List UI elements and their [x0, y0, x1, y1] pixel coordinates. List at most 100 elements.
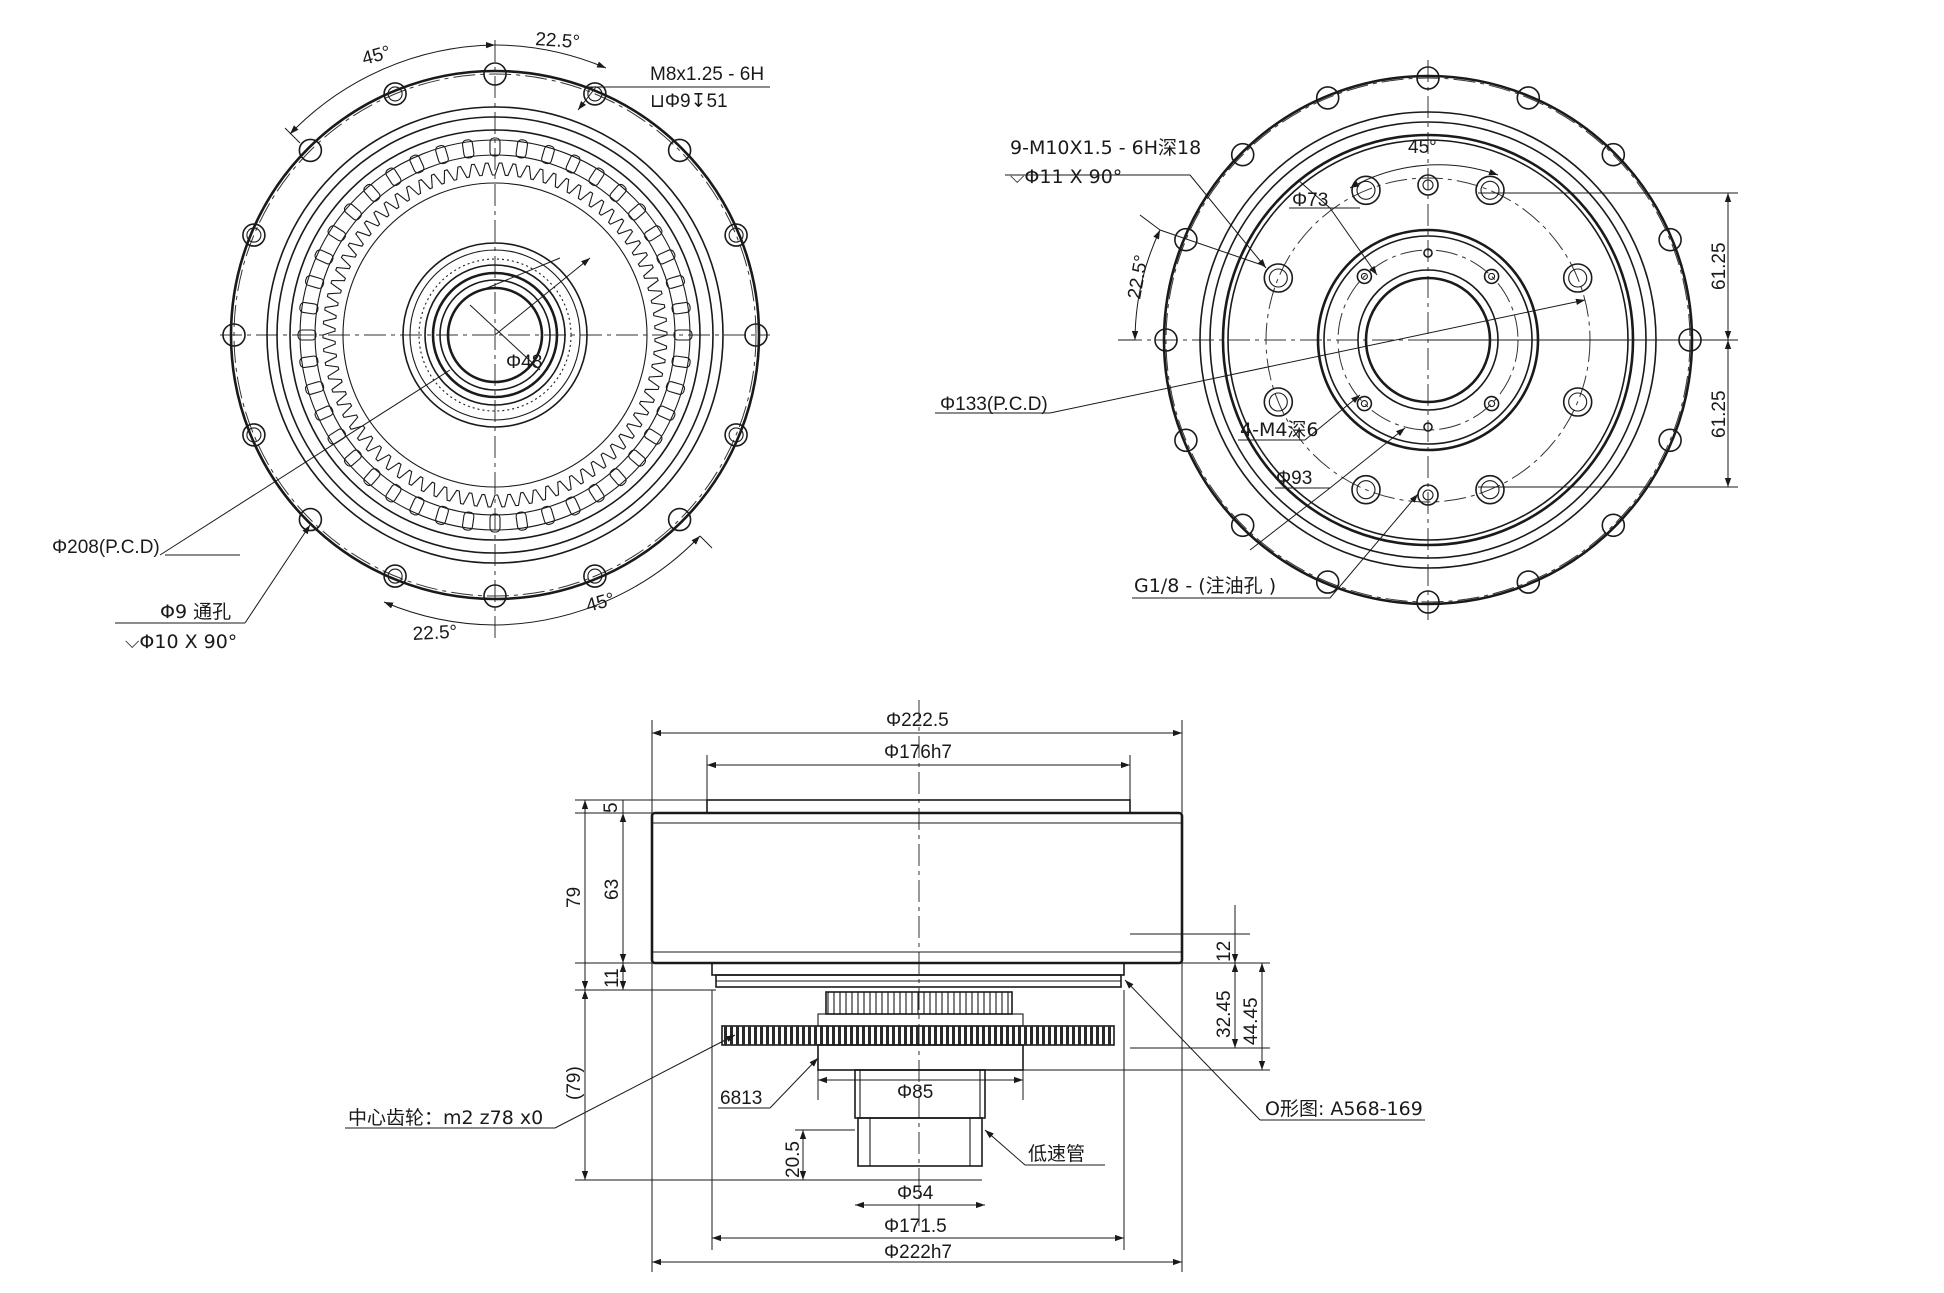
- rear-angle-22-5: 22.5°: [1124, 253, 1152, 301]
- rear-dia-93: Φ93: [1276, 468, 1312, 489]
- center-gear-tooth: [1000, 1026, 1003, 1045]
- roller-element: [665, 381, 686, 395]
- roller-element: [489, 137, 501, 157]
- center-gear-tooth: [796, 1026, 799, 1045]
- side-dia-176h7: Φ176h7: [884, 742, 952, 763]
- center-gear-tooth: [808, 1026, 811, 1045]
- rear-oil-port: G1/8 - (注油孔 ): [1134, 575, 1276, 597]
- center-gear-tooth: [1090, 1026, 1093, 1045]
- roller-element: [565, 154, 581, 174]
- rear-angle-45: 45°: [1408, 137, 1437, 158]
- center-gear-tooth: [1036, 1026, 1039, 1045]
- flange-hole: [1416, 590, 1440, 614]
- roller-element: [409, 154, 425, 174]
- threaded-hole: [583, 82, 607, 106]
- side-bearing-6813: 6813: [720, 1088, 762, 1109]
- roller-element: [489, 513, 501, 533]
- center-gear-tooth: [1060, 1026, 1063, 1045]
- m4-hole-inner: [1488, 400, 1496, 408]
- roller-element: [515, 511, 529, 531]
- center-gear-tooth: [880, 1026, 883, 1045]
- m10-hole-inner: [1268, 268, 1288, 288]
- m10-hole-inner: [1480, 480, 1500, 500]
- flange-hole: [1154, 328, 1178, 352]
- roller-element: [565, 496, 581, 516]
- roller-element: [299, 355, 319, 369]
- roller-element: [628, 203, 647, 221]
- flange-hole: [1658, 227, 1682, 252]
- roller-element: [409, 496, 425, 516]
- center-gear-tooth: [1078, 1026, 1081, 1045]
- center-gear-tooth: [820, 1026, 823, 1045]
- side-dia-171-5: Φ171.5: [884, 1216, 947, 1237]
- side-main-body: [650, 811, 1184, 965]
- side-gear-spec: 中心齿轮：m2 z78 x0: [348, 1107, 543, 1129]
- rear-thread-callout-1: 9-M10X1.5 - 6H深18: [1010, 137, 1201, 159]
- threaded-hole-inner: [728, 427, 744, 443]
- roller-element: [363, 183, 381, 202]
- threaded-hole: [583, 564, 607, 588]
- roller-element: [314, 405, 334, 421]
- rear-m4-holes: 4-M4深6: [1240, 419, 1319, 441]
- roller-element: [461, 511, 475, 531]
- flange-hole: [1230, 142, 1255, 167]
- front-angle-22-5-top: 22.5°: [535, 29, 581, 53]
- rear-thread-callout-2: ⌵Φ11 X 90°: [1010, 166, 1122, 188]
- m10-hole: [1475, 474, 1505, 505]
- front-through-hole-1: Φ9 通孔: [160, 601, 231, 623]
- roller-element: [541, 144, 555, 165]
- side-dia-222h7: Φ222h7: [884, 1242, 952, 1263]
- side-height-12: 12: [1214, 941, 1235, 962]
- center-gear-tooth: [988, 1026, 991, 1045]
- roller-bearing-ring: [297, 137, 693, 533]
- roller-element: [343, 449, 362, 467]
- flange-hole: [1230, 513, 1255, 538]
- center-gear-tooth: [790, 1026, 793, 1045]
- front-angle-45-bottom: 45°: [584, 589, 617, 617]
- side-height-44-45: 44.45: [1241, 997, 1262, 1045]
- roller-element: [656, 249, 676, 265]
- center-gear-tooth: [856, 1026, 859, 1045]
- flange-hole: [1516, 570, 1541, 594]
- center-gear-tooth: [766, 1026, 769, 1045]
- roller-element: [609, 468, 627, 487]
- m10-hole-inner: [1480, 180, 1500, 200]
- roller-element: [461, 139, 475, 159]
- roller-element: [385, 483, 402, 503]
- oil-hole: [1423, 248, 1433, 258]
- center-gear-tooth: [1048, 1026, 1051, 1045]
- center-gear-tooth: [754, 1026, 757, 1045]
- oil-hole: [1423, 422, 1433, 432]
- roller-element: [665, 275, 686, 289]
- m10-hole-inner: [1568, 392, 1588, 412]
- threaded-hole: [383, 564, 407, 588]
- m4-hole: [1483, 268, 1500, 285]
- center-gear-tooth: [784, 1026, 787, 1045]
- center-gear-tooth: [1024, 1026, 1027, 1045]
- roller-element: [643, 428, 663, 445]
- flange-hole: [1315, 86, 1340, 110]
- roller-element: [628, 449, 647, 467]
- center-gear-tooth: [934, 1026, 937, 1045]
- flange-hole: [1315, 570, 1340, 594]
- m10-hole: [1263, 387, 1294, 417]
- center-gear-tooth: [970, 1026, 973, 1045]
- rear-view: [935, 60, 1738, 620]
- threaded-hole: [242, 423, 266, 447]
- center-gear-tooth: [904, 1026, 907, 1045]
- center-gear-tooth: [850, 1026, 853, 1045]
- center-gear-tooth: [1084, 1026, 1087, 1045]
- center-gear-tooth: [1018, 1026, 1021, 1045]
- center-gear-tooth: [868, 1026, 871, 1045]
- roller-element: [304, 381, 325, 395]
- front-angle-22-5-bottom: 22.5°: [412, 622, 458, 645]
- threaded-hole: [724, 223, 748, 247]
- bearing-6813: [817, 1044, 1024, 1071]
- m4-hole: [1483, 395, 1500, 412]
- through-hole: [222, 323, 246, 347]
- center-gear-tooth: [958, 1026, 961, 1045]
- threaded-hole-inner: [246, 427, 262, 443]
- side-oring: O形图: A568-169: [1265, 1098, 1423, 1120]
- center-threaded-hole: [1417, 484, 1439, 506]
- center-gear-tooth: [994, 1026, 997, 1045]
